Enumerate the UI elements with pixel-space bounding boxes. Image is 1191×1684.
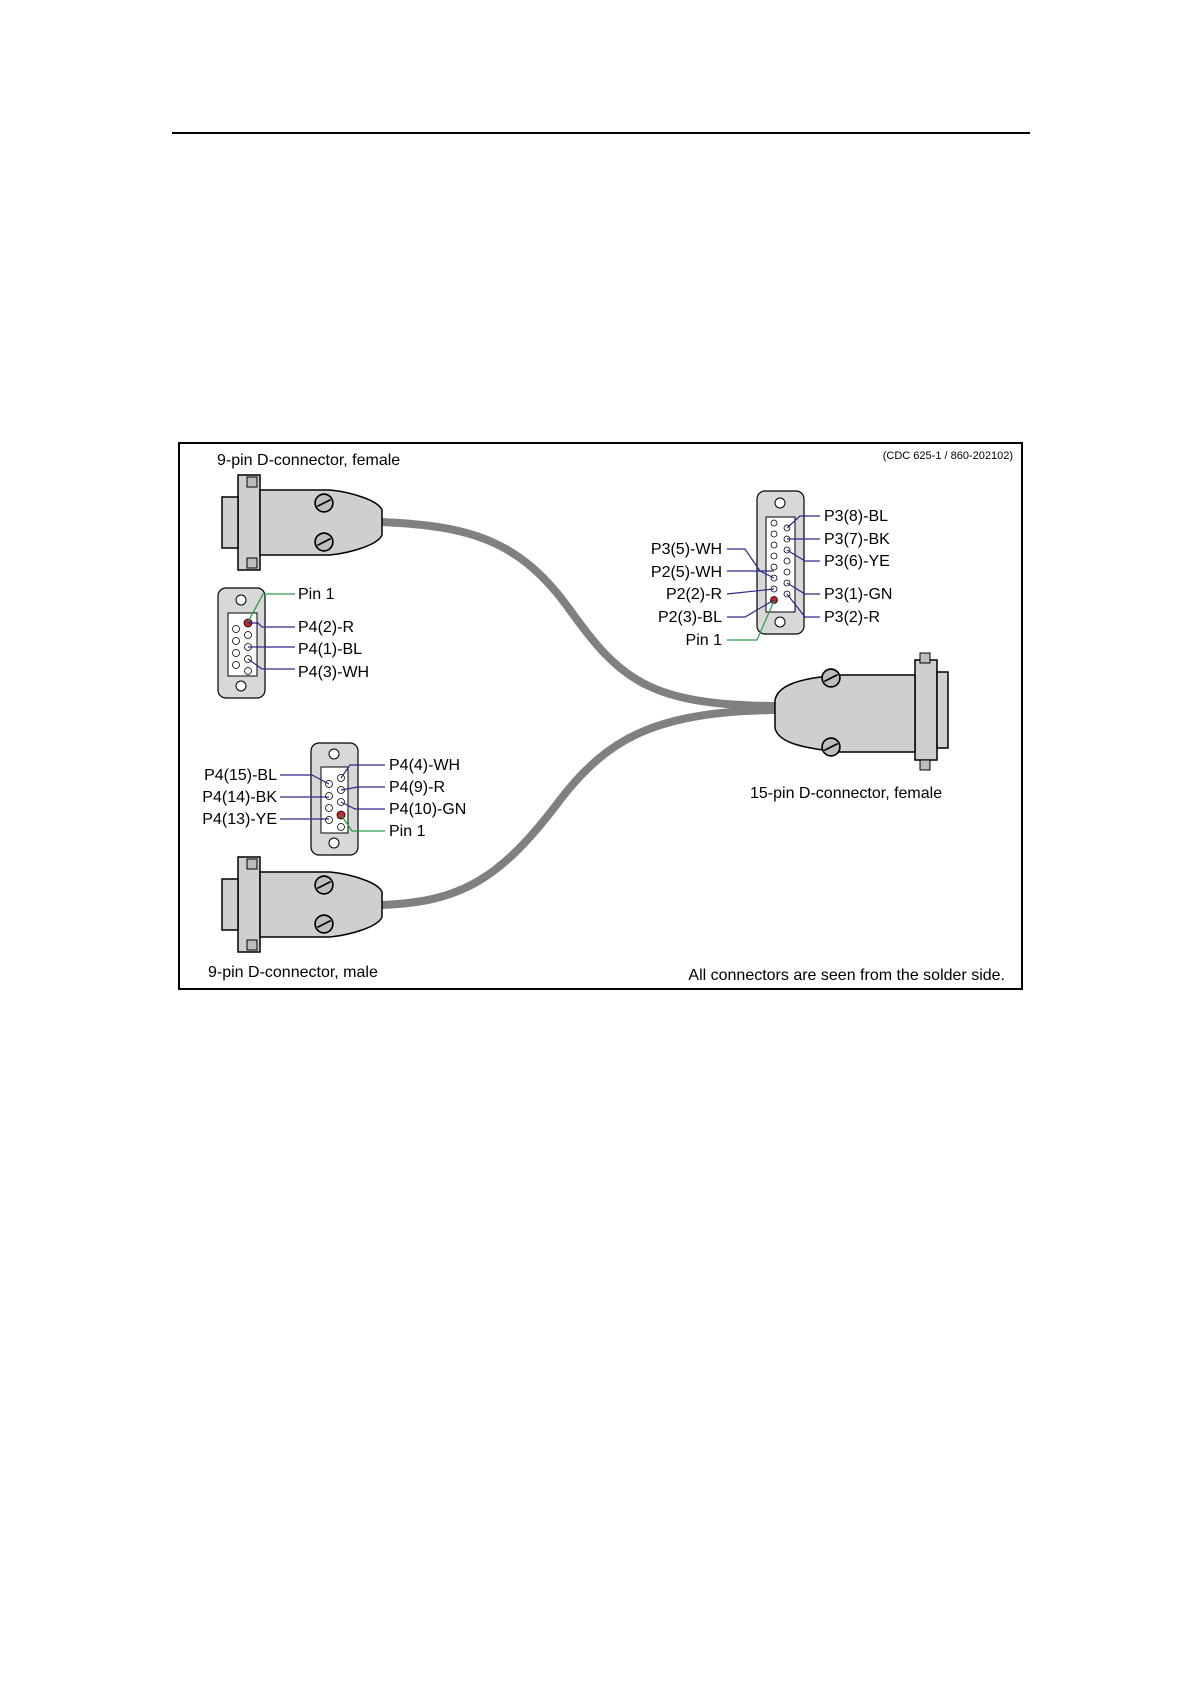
female15-right-label: P3(8)-BL (824, 508, 888, 525)
connector-female-9-title: 9-pin D-connector, female (217, 452, 400, 469)
connector-male-9-body (221, 856, 383, 953)
diagram-code: (CDC 625-1 / 860-202102) (883, 450, 1013, 462)
female15-left-label: P2(3)-BL (658, 609, 722, 626)
female15-right-label: P3(6)-YE (824, 553, 890, 570)
female15-pin1-label: Pin 1 (686, 632, 723, 649)
female9-pin-label: P4(1)-BL (298, 641, 362, 658)
female15-left-label: P2(2)-R (666, 586, 722, 603)
connector-female-15-title: 15-pin D-connector, female (750, 785, 942, 802)
male9-right-label: P4(10)-GN (389, 801, 466, 818)
female15-right-label: P3(1)-GN (824, 586, 892, 603)
connector-male-9-title: 9-pin D-connector, male (208, 964, 378, 981)
female15-right-label: P3(2)-R (824, 609, 880, 626)
top-rule (172, 132, 1030, 134)
female-15-pin-face (726, 490, 820, 641)
cable-top (381, 518, 776, 710)
male9-right-label: P4(4)-WH (389, 757, 460, 774)
female15-left-label: P2(5)-WH (651, 564, 722, 581)
cable-bottom (381, 706, 776, 909)
female15-left-label: P3(5)-WH (651, 541, 722, 558)
female9-pin-label: P4(3)-WH (298, 664, 369, 681)
connector-female-15-body (774, 652, 949, 771)
female9-pin1-label: Pin 1 (298, 586, 335, 603)
male9-right-label: P4(9)-R (389, 779, 445, 796)
male9-left-label: P4(14)-BK (202, 789, 277, 806)
male9-left-label: P4(13)-YE (202, 811, 277, 828)
male9-pin1-label: Pin 1 (389, 823, 426, 840)
female-9-pin-face (217, 587, 295, 699)
female9-pin-label: P4(2)-R (298, 619, 354, 636)
solder-side-note: All connectors are seen from the solder … (688, 967, 1005, 984)
connector-female-9-body (221, 474, 383, 571)
female15-right-label: P3(7)-BK (824, 531, 890, 548)
male-9-pin-face (280, 742, 385, 856)
male9-left-label: P4(15)-BL (204, 767, 277, 784)
